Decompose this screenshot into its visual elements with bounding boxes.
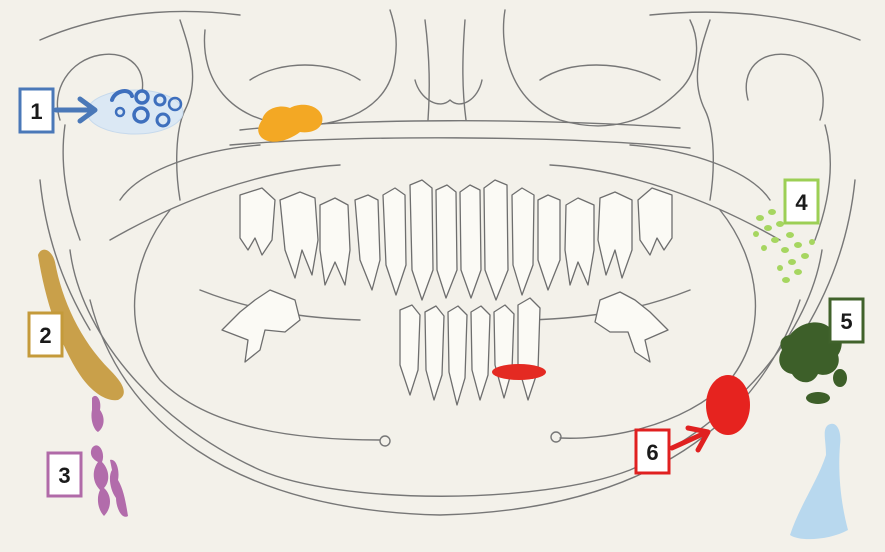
upper-right-molar-1 bbox=[565, 198, 594, 285]
lower-left-molar bbox=[222, 290, 300, 362]
upper-teeth bbox=[240, 180, 672, 300]
lower-incisor-5 bbox=[494, 305, 514, 398]
purple-streaks bbox=[91, 396, 128, 517]
upper-right-molar-3 bbox=[638, 188, 672, 255]
lower-teeth bbox=[222, 290, 668, 405]
marker-3-label: 3 bbox=[58, 463, 70, 488]
marker-4: 4 bbox=[785, 180, 818, 223]
upper-left-premolar-2 bbox=[355, 195, 380, 290]
upper-right-molar-2 bbox=[598, 192, 632, 278]
upper-left-molar-2 bbox=[280, 192, 318, 278]
upper-left-incisor-2 bbox=[436, 185, 457, 298]
marker-2: 2 bbox=[29, 313, 62, 356]
orange-blob bbox=[258, 105, 322, 142]
marker-6-label: 6 bbox=[646, 440, 658, 465]
upper-left-premolar-1 bbox=[383, 188, 406, 295]
marker-5: 5 bbox=[830, 299, 863, 342]
upper-right-incisor-2 bbox=[460, 185, 481, 298]
lower-incisor-4 bbox=[471, 306, 490, 400]
lower-canine-right bbox=[518, 298, 540, 400]
upper-left-canine bbox=[410, 180, 433, 300]
marker-4-label: 4 bbox=[795, 190, 808, 215]
red-oval-large bbox=[706, 375, 750, 435]
light-blue-shadow bbox=[790, 424, 848, 539]
lower-incisor-1 bbox=[400, 305, 420, 395]
red-oval-small bbox=[492, 364, 546, 380]
blue-rings-cluster bbox=[87, 90, 183, 134]
lower-incisor-2 bbox=[425, 306, 444, 400]
marker-6: 6 bbox=[636, 430, 669, 473]
upper-right-canine bbox=[484, 180, 508, 300]
lower-incisor-3 bbox=[448, 306, 467, 405]
marker-3: 3 bbox=[48, 453, 81, 496]
marker-5-label: 5 bbox=[840, 309, 852, 334]
upper-right-premolar-1 bbox=[512, 188, 534, 295]
upper-left-molar-3 bbox=[240, 188, 275, 255]
upper-right-premolar-2 bbox=[538, 195, 560, 290]
upper-left-molar-1 bbox=[320, 198, 350, 285]
marker-1-label: 1 bbox=[30, 99, 42, 124]
lower-right-molar bbox=[595, 292, 668, 362]
marker-2-label: 2 bbox=[39, 323, 51, 348]
marker-1: 1 bbox=[20, 89, 53, 132]
